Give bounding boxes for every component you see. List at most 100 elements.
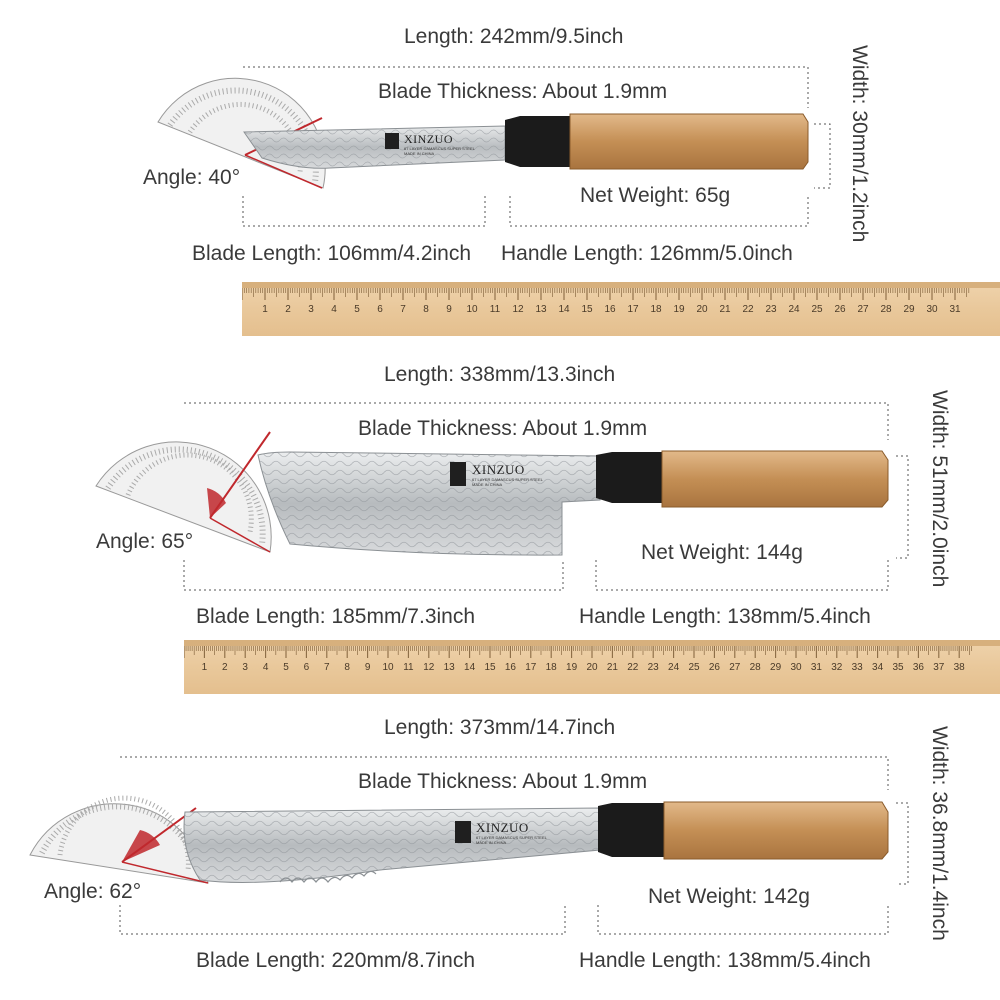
knife-2-brand-sub-2: MADE IN CHINA — [472, 482, 503, 487]
knife-1-brand-sub-1: 67 LAYER DAMASCUS SUPER STEEL — [404, 146, 475, 151]
knife-2-blade-length-label: Blade Length: 185mm/7.3inch — [196, 605, 476, 628]
ruler-number: 8 — [344, 662, 350, 673]
ruler-number: 21 — [719, 304, 731, 315]
ruler-number: 19 — [673, 304, 685, 315]
knife-1-logo-emblem — [385, 133, 399, 149]
knife-1-thickness-label: Blade Thickness: About 1.9mm — [378, 80, 668, 103]
ruler-number: 17 — [627, 304, 639, 315]
knife-2-brand-sub-1: 67 LAYER DAMASCUS SUPER STEEL — [472, 477, 543, 482]
ruler-number: 38 — [954, 662, 966, 673]
ruler-number: 27 — [857, 304, 869, 315]
knife-3-ferrule — [598, 803, 664, 857]
knife-3-thickness-label: Blade Thickness: About 1.9mm — [358, 770, 648, 793]
knife-3-serration — [279, 870, 377, 883]
ruler-number: 35 — [892, 662, 904, 673]
knife-3-width-label: Width: 36.8mm/1.4inch — [928, 726, 951, 941]
knife-1-brand-sub-2: MADE IN CHINA — [404, 151, 435, 156]
knife-3-length-label: Length: 373mm/14.7inch — [384, 716, 616, 739]
knife-3-brand-sub-2: MADE IN CHINA — [476, 840, 507, 845]
ruler-number: 15 — [581, 304, 593, 315]
ruler-number: 24 — [668, 662, 680, 673]
ruler-number: 5 — [283, 662, 289, 673]
ruler-number: 12 — [512, 304, 524, 315]
knife-3-handle-length-label: Handle Length: 138mm/5.4inch — [579, 949, 871, 972]
ruler-number: 16 — [604, 304, 616, 315]
knife-2-brand: XINZUO — [472, 462, 525, 477]
knife-1-guides — [242, 66, 831, 227]
knife-1-angle-label: Angle: 40° — [143, 166, 241, 189]
ruler-number: 24 — [788, 304, 800, 315]
knife-3-handle — [663, 801, 889, 860]
knife-1-weight-label: Net Weight: 65g — [580, 184, 731, 207]
knife-3-weight-label: Net Weight: 142g — [648, 885, 810, 908]
ruler-number: 30 — [790, 662, 802, 673]
ruler-number: 17 — [525, 662, 537, 673]
ruler-number: 34 — [872, 662, 884, 673]
ruler-number: 33 — [852, 662, 864, 673]
ruler-number: 26 — [834, 304, 846, 315]
ruler-number: 22 — [627, 662, 639, 673]
ruler-number: 4 — [331, 304, 337, 315]
ruler-number: 14 — [558, 304, 570, 315]
ruler-number: 27 — [729, 662, 741, 673]
ruler-number: 32 — [831, 662, 843, 673]
ruler-number: 31 — [811, 662, 823, 673]
ruler-number: 25 — [811, 304, 823, 315]
knife-2-guides — [183, 402, 909, 591]
ruler-number: 12 — [423, 662, 435, 673]
ruler-number: 20 — [586, 662, 598, 673]
ruler-number: 14 — [464, 662, 476, 673]
ruler-number: 2 — [222, 662, 228, 673]
ruler-number: 36 — [913, 662, 925, 673]
ruler-number: 20 — [696, 304, 708, 315]
ruler-number: 18 — [546, 662, 558, 673]
knife-2-drawing — [95, 402, 909, 591]
knife-3-brand: XINZUO — [476, 820, 529, 835]
ruler-number: 2 — [285, 304, 291, 315]
ruler-number: 3 — [308, 304, 314, 315]
ruler-number: 4 — [263, 662, 269, 673]
ruler-number: 6 — [304, 662, 310, 673]
knife-3-brand-sub-1: 67 LAYER DAMASCUS SUPER STEEL — [476, 835, 547, 840]
ruler-number: 23 — [648, 662, 660, 673]
ruler-number: 18 — [650, 304, 662, 315]
knife-2-thickness-label: Blade Thickness: About 1.9mm — [358, 417, 648, 440]
ruler-number: 11 — [403, 662, 414, 673]
knife-1-ferrule — [505, 116, 570, 167]
ruler-number: 13 — [535, 304, 547, 315]
ruler-number: 10 — [466, 304, 478, 315]
knife-3-blade-length-label: Blade Length: 220mm/8.7inch — [196, 949, 476, 972]
knife-1-length-label: Length: 242mm/9.5inch — [404, 25, 624, 48]
knife-2-handle-length-label: Handle Length: 138mm/5.4inch — [579, 605, 871, 628]
knife-3-protractor — [29, 795, 209, 884]
ruler-number: 7 — [400, 304, 406, 315]
knife-1-handle — [569, 113, 809, 170]
ruler-number: 9 — [446, 304, 452, 315]
knife-2-weight-label: Net Weight: 144g — [641, 541, 803, 564]
ruler-number: 1 — [262, 304, 268, 315]
knife-2-handle — [661, 450, 889, 508]
ruler-number: 15 — [484, 662, 496, 673]
knife-2-length-label: Length: 338mm/13.3inch — [384, 363, 616, 386]
ruler-number: 11 — [490, 304, 501, 315]
ruler-number: 23 — [765, 304, 777, 315]
knife-2-protractor — [95, 431, 272, 553]
ruler-number: 29 — [770, 662, 782, 673]
knife-1-drawing — [157, 66, 831, 227]
knife-2-ferrule — [596, 452, 662, 503]
ruler-number: 37 — [933, 662, 945, 673]
knife-1-blade-length-label: Blade Length: 106mm/4.2inch — [192, 242, 472, 265]
ruler-number: 1 — [202, 662, 208, 673]
ruler-number: 21 — [607, 662, 619, 673]
ruler-number: 22 — [742, 304, 754, 315]
ruler-number: 19 — [566, 662, 578, 673]
ruler-number: 28 — [880, 304, 892, 315]
ruler-number: 8 — [423, 304, 429, 315]
ruler-number: 25 — [688, 662, 700, 673]
ruler-number: 10 — [382, 662, 394, 673]
ruler-number: 9 — [365, 662, 371, 673]
ruler-number: 31 — [949, 304, 961, 315]
